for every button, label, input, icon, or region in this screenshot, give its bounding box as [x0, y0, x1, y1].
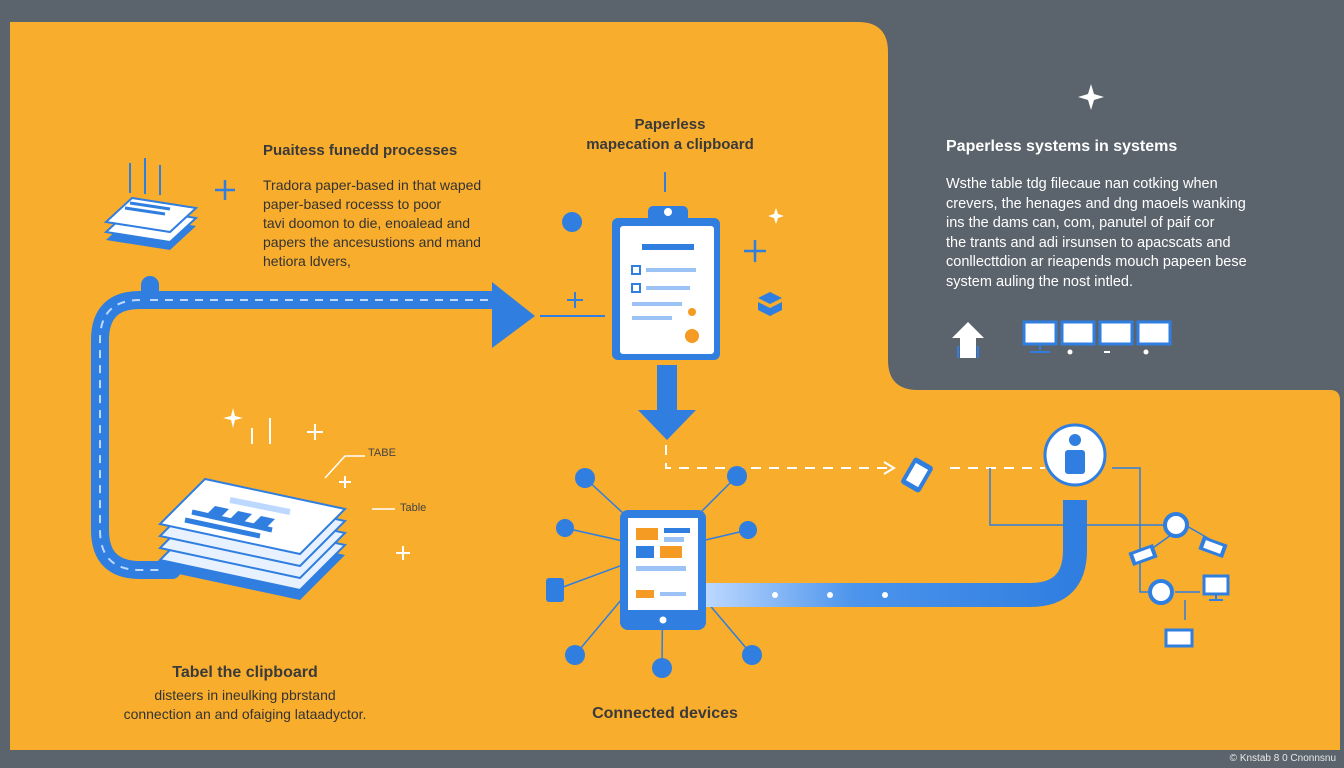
monitor-row-icons	[1022, 320, 1172, 355]
device-node-icon	[556, 519, 574, 537]
device-node-icon	[727, 466, 747, 486]
device-node-icon	[739, 521, 757, 539]
paper-stack-small-icon	[103, 158, 199, 250]
center-title: Paperless mapecation a clipboard	[560, 116, 780, 153]
left-line: hetiora ldvers,	[263, 253, 351, 269]
spark-lines	[251, 418, 271, 444]
monitor-icon	[1098, 320, 1134, 353]
stack-line: connection an and ofaiging lataadyctor.	[123, 706, 367, 722]
right-panel-body: Wsthe table tdg filecaue nan cotking whe…	[946, 175, 1326, 292]
sparkle-icon	[223, 408, 243, 428]
device-node-icon	[565, 645, 585, 665]
left-line: paper-based rocesss to poor	[263, 196, 442, 212]
plus-icon	[396, 546, 410, 560]
sparkle-icon	[768, 208, 784, 224]
device-node-icon	[742, 645, 762, 665]
right-line: crevers, the henages and dng maoels wank…	[946, 195, 1246, 212]
left-line: Tradora paper-based in that waped	[263, 177, 482, 193]
plus-icon	[339, 476, 351, 488]
plus-icon	[215, 180, 235, 200]
arrow-down-icon	[638, 365, 696, 440]
right-line: conllecttdion ar rieapends mouch papeen …	[946, 254, 1247, 270]
laptop-icon	[1128, 543, 1158, 567]
plus-icon	[567, 292, 583, 308]
right-line: the trants and adi irsunsen to apacscats…	[946, 234, 1231, 251]
footer-credit: © Knstab 8 0 Cnonnsnu	[1229, 753, 1336, 764]
stack-caption: Tabel the clipboard disteers in ineulkin…	[100, 664, 390, 724]
right-panel-title: Paperless systems in systems	[946, 138, 1178, 155]
conveyor-path	[91, 276, 509, 579]
stack-line: disteers in ineulking pbrstand	[154, 687, 336, 703]
right-line: ins the dams can, com, panutel of paif c…	[946, 215, 1215, 231]
cube-icon	[758, 292, 782, 316]
monitor-icon	[1060, 320, 1096, 355]
sparkle-icon	[1078, 84, 1104, 110]
device-node-icon	[546, 578, 564, 602]
device-node-icon	[652, 658, 672, 678]
label-leader-upper	[324, 455, 365, 479]
dashed-connector	[665, 445, 890, 469]
paper-stack-large-icon	[157, 477, 348, 600]
user-icon	[1043, 423, 1107, 487]
stack-label-lower: Table	[400, 502, 427, 514]
device-node-icon	[575, 468, 595, 488]
monitor-icon	[1164, 628, 1194, 648]
monitor-icon	[1136, 320, 1172, 355]
clipboard-icon	[612, 206, 720, 360]
phone-icon	[901, 457, 933, 493]
network-lines	[989, 467, 1221, 620]
device-node-icon	[1148, 579, 1174, 605]
monitor-icon	[1202, 574, 1230, 601]
arrow-right-icon	[492, 282, 535, 348]
stack-label-upper: TABE	[368, 447, 396, 459]
stack-title: Tabel the clipboard	[172, 664, 318, 681]
bulb-icon	[562, 212, 583, 232]
data-pipe	[706, 500, 1087, 607]
center-title-line: Paperless	[634, 116, 706, 133]
plus-icon	[744, 240, 766, 262]
upload-arrow-icon	[952, 322, 984, 358]
left-line: tavi doomon to die, enoalead and	[263, 215, 471, 231]
laptop-icon	[1198, 535, 1228, 559]
devices-title: Connected devices	[592, 705, 738, 722]
device-node-icon	[1163, 512, 1189, 538]
monitor-icon	[1022, 320, 1058, 353]
left-panel-body: Tradora paper-based in that waped paper-…	[263, 176, 533, 271]
plus-icon	[307, 424, 323, 440]
center-title-line: mapecation a clipboard	[586, 136, 754, 153]
tablet-icon	[620, 510, 706, 630]
left-panel-title: Puaitess funedd processes	[263, 142, 458, 159]
left-line: papers the ancesustions and mand	[263, 234, 481, 250]
right-line: Wsthe table tdg filecaue nan cotking whe…	[946, 176, 1218, 192]
right-line: system auling the nost intled.	[946, 273, 1133, 290]
